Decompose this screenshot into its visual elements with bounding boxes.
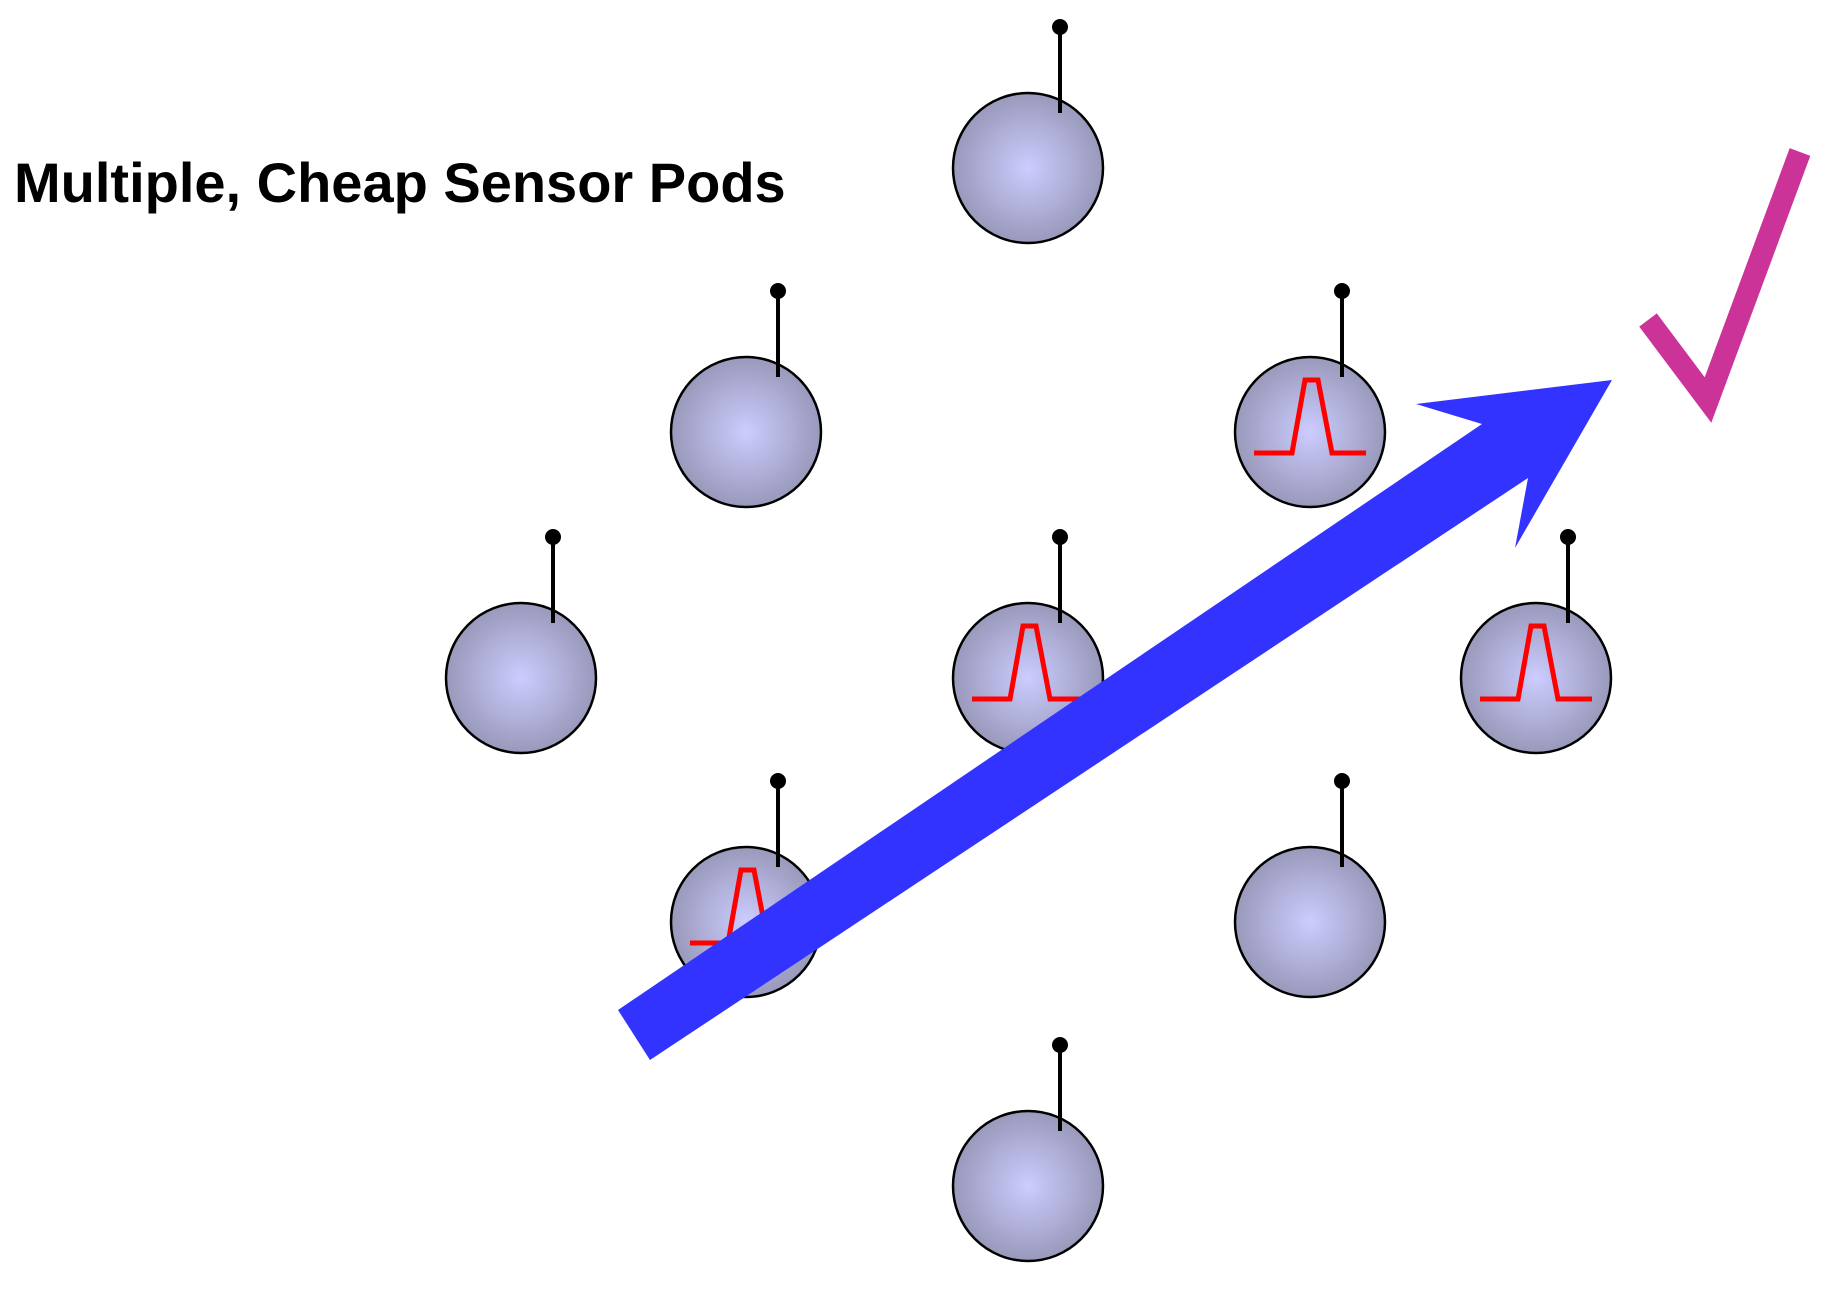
sensor-pod bbox=[951, 19, 1105, 245]
sensor-pod bbox=[444, 529, 598, 755]
sensor-pod bbox=[669, 283, 823, 509]
signal-pulse-icon bbox=[1254, 377, 1366, 456]
antenna-tip-icon bbox=[770, 773, 786, 789]
antenna-tip-icon bbox=[1334, 283, 1350, 299]
sensor-pod bbox=[1459, 529, 1613, 755]
sensor-pod bbox=[1233, 283, 1387, 509]
sensor-pod-icon bbox=[1233, 355, 1387, 509]
antenna-tip-icon bbox=[1052, 529, 1068, 545]
antenna-tip-icon bbox=[1334, 773, 1350, 789]
sensor-pod-icon bbox=[669, 355, 823, 509]
checkmark-shape bbox=[1639, 148, 1811, 423]
sensor-pod-icon bbox=[1233, 845, 1387, 999]
antenna-tip-icon bbox=[770, 283, 786, 299]
antenna-tip-icon bbox=[1052, 19, 1068, 35]
trajectory-arrow bbox=[618, 380, 1612, 1060]
sensor-pod-icon bbox=[1459, 601, 1613, 755]
antenna-tip-icon bbox=[545, 529, 561, 545]
sensor-pod bbox=[951, 1037, 1105, 1263]
checkmark-icon bbox=[1639, 148, 1811, 423]
sensor-pod-icon bbox=[951, 91, 1105, 245]
sensor-pod bbox=[1233, 773, 1387, 999]
signal-pulse-icon bbox=[972, 623, 1084, 702]
pods-layer bbox=[444, 19, 1613, 1263]
trajectory-arrow-shape bbox=[618, 380, 1612, 1060]
sensor-pod-icon bbox=[951, 1109, 1105, 1263]
antenna-tip-icon bbox=[1052, 1037, 1068, 1053]
antenna-tip-icon bbox=[1560, 529, 1576, 545]
diagram-title: Multiple, Cheap Sensor Pods bbox=[14, 151, 786, 214]
sensor-pod-icon bbox=[444, 601, 598, 755]
signal-pulse-icon bbox=[1480, 623, 1592, 702]
